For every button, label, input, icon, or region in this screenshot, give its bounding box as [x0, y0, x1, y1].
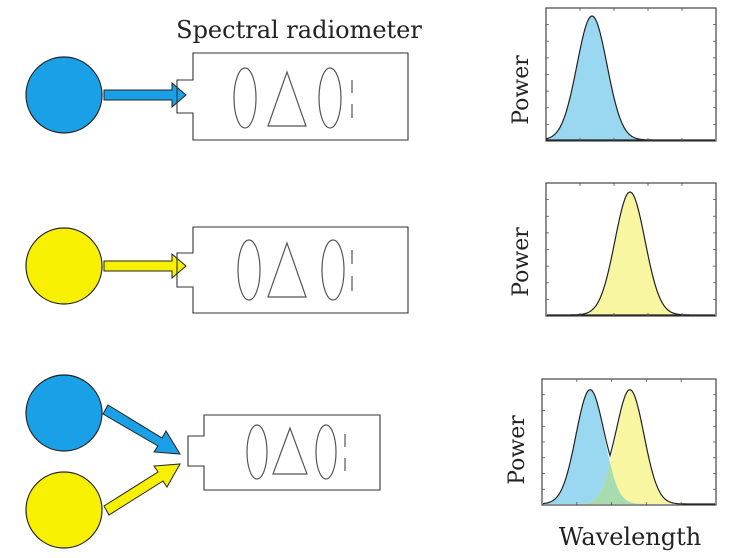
blue-component-area: [543, 390, 715, 504]
prism-icon: [267, 70, 307, 127]
yellow-spectrum-curve: [547, 191, 715, 316]
spectral-radiometer-2: [176, 226, 409, 314]
spectrum-plot-yellow: Power: [509, 182, 717, 317]
spectral-radiometer-1: [176, 52, 409, 141]
yellow-arrow: [103, 252, 187, 280]
y-axis-label: Power: [505, 415, 530, 485]
lens-icon: [233, 67, 257, 129]
scene-blue: [25, 52, 409, 141]
spectrum-plot-blue: Power: [509, 7, 717, 142]
lens-icon: [321, 239, 345, 301]
axis-ticks: [542, 379, 716, 505]
y-axis-label: Power: [509, 227, 534, 297]
spectral-radiometer-3: [187, 414, 381, 491]
yellow-arrow: [103, 463, 181, 516]
prism-icon: [267, 241, 307, 298]
blue-light-source: [25, 56, 103, 134]
lens-icon: [318, 67, 342, 129]
blue-light-source: [25, 374, 103, 452]
spectrum-plot-mixture: Power Wavelength: [505, 378, 717, 551]
blue-arrow: [102, 404, 181, 455]
scene-yellow: [25, 226, 409, 314]
prism-icon: [272, 426, 308, 475]
axis-ticks: [546, 8, 716, 141]
lens-icon: [315, 424, 337, 480]
y-axis-label: Power: [509, 55, 534, 125]
blue-arrow: [103, 81, 187, 109]
yellow-light-source: [25, 471, 103, 549]
yellow-component-area: [543, 390, 715, 504]
blue-spectrum-curve: [546, 15, 715, 141]
lens-icon: [237, 239, 261, 301]
axis-ticks: [546, 183, 716, 316]
mixture-spectrum-curve: [542, 389, 715, 505]
x-axis-label: Wavelength: [559, 523, 701, 551]
diagram-title: Spectral radiometer: [176, 16, 422, 44]
yellow-light-source: [25, 227, 103, 305]
lens-icon: [246, 424, 268, 480]
scene-mixture: [25, 374, 381, 549]
